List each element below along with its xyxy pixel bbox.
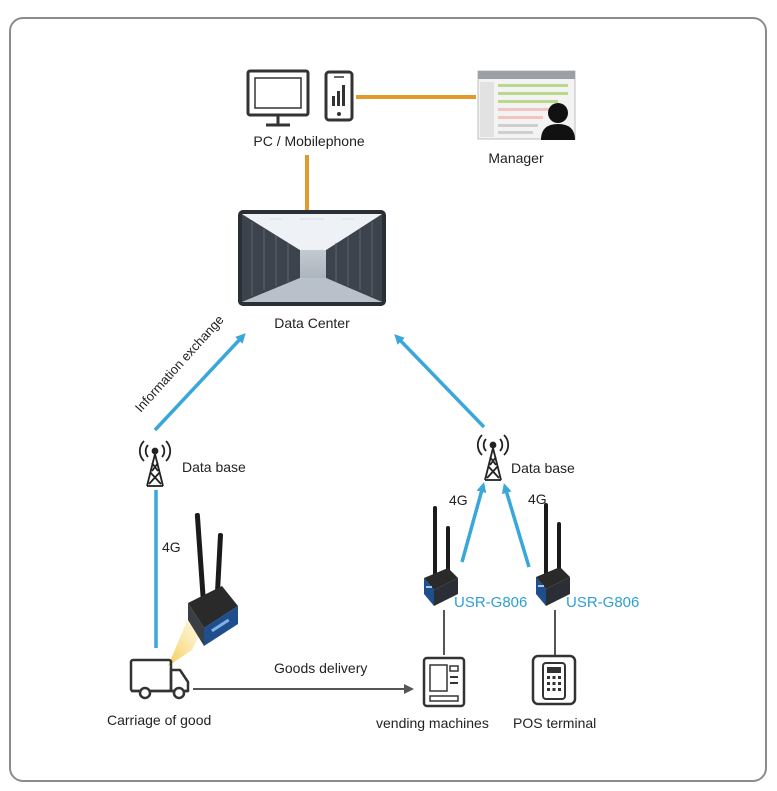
tower-icon xyxy=(476,434,510,481)
pos-terminal-icon xyxy=(531,654,577,706)
data-base-left-label: Data base xyxy=(182,459,246,475)
vending-machine-icon xyxy=(422,656,466,708)
usr-g806-right-label: USR-G806 xyxy=(566,594,640,611)
link-router1-right-base xyxy=(460,482,487,563)
goods-delivery-label: Goods delivery xyxy=(274,660,368,676)
truck-icon xyxy=(129,658,190,700)
fourg-right-label: 4G xyxy=(528,491,547,507)
router-icon xyxy=(424,506,458,606)
vending-machines-label: vending machines xyxy=(376,715,489,731)
server-room-image xyxy=(238,210,386,306)
fourg-left-label: 4G xyxy=(162,539,181,555)
data-base-right-label: Data base xyxy=(511,460,575,476)
manager-label: Manager xyxy=(488,150,544,166)
manager-screen-icon xyxy=(477,70,576,140)
data-center-label: Data Center xyxy=(274,315,350,331)
diagram-frame xyxy=(9,17,767,782)
link-right-base-datacenter xyxy=(394,334,486,429)
tower-icon xyxy=(138,440,172,487)
router-icon xyxy=(188,513,238,646)
pos-terminal-label: POS terminal xyxy=(513,715,597,731)
monitor-icon xyxy=(246,69,310,127)
carriage-of-good-label: Carriage of good xyxy=(107,712,212,728)
link-router2-right-base xyxy=(501,483,531,568)
usr-g806-left-label: USR-G806 xyxy=(454,594,528,611)
pc-mobilephone-label: PC / Mobilephone xyxy=(253,133,365,149)
router-icon xyxy=(536,503,570,606)
link-left-base-datacenter xyxy=(153,333,246,432)
fourg-mid-label: 4G xyxy=(449,492,468,508)
phone-icon xyxy=(324,70,354,122)
